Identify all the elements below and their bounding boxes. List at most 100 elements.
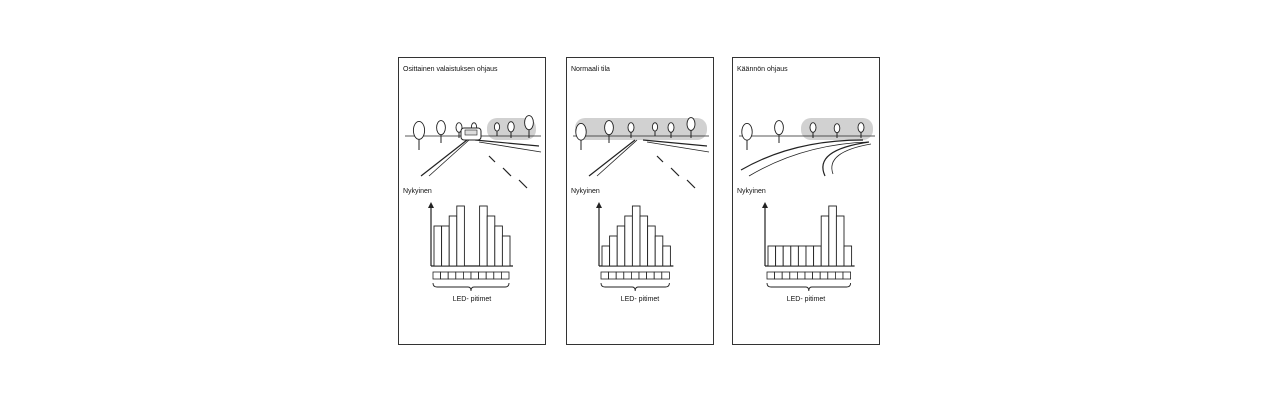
panel-title: Normaali tila <box>571 66 610 73</box>
road-edge <box>748 141 870 177</box>
tree-icon <box>651 122 659 132</box>
tree-icon <box>412 120 426 140</box>
panel-normal-mode: Normaali tila Nykyinen LED- pitimet <box>566 57 714 345</box>
road-scene-illustration <box>573 117 710 292</box>
tree-icon <box>774 120 784 136</box>
road-edge <box>420 139 468 177</box>
led-holder-cell <box>842 271 851 280</box>
current-label: Nykyinen <box>571 188 600 195</box>
panel-partial-control: Osittainen valaistuksen ohjaus Nykyinen … <box>398 57 546 345</box>
current-bar <box>479 205 488 267</box>
led-holder-cell <box>653 271 663 280</box>
lane-marking <box>518 179 528 189</box>
tree-icon <box>604 120 614 136</box>
current-bar <box>501 235 511 267</box>
road-edge <box>831 143 872 175</box>
led-holders-label: LED- pitimet <box>620 296 660 303</box>
tree-icon <box>686 117 696 131</box>
road-scene-illustration <box>405 115 542 292</box>
led-holders-label: LED- pitimet <box>786 296 826 303</box>
current-bar <box>448 215 458 267</box>
current-bar <box>456 205 465 267</box>
led-holder-cell <box>631 271 640 280</box>
led-holder-cell <box>501 271 510 280</box>
led-holder-cell <box>455 271 464 280</box>
led-holder-cell <box>608 271 617 280</box>
brace-icon <box>600 282 670 292</box>
tree-icon <box>455 122 463 133</box>
led-holder-cell <box>774 271 783 280</box>
panel-title: Käännön ohjaus <box>737 66 788 73</box>
brace-icon <box>432 282 510 292</box>
led-holder-cell <box>623 271 632 280</box>
led-holder-cell <box>470 271 479 280</box>
led-holder-cell <box>812 271 821 280</box>
tree-icon <box>524 115 534 131</box>
led-holder-cell <box>766 271 775 280</box>
lane-marking <box>502 167 512 177</box>
led-holder-cell <box>440 271 449 280</box>
current-label: Nykyinen <box>403 188 432 195</box>
tree-icon <box>857 122 865 133</box>
current-bar <box>494 225 503 267</box>
current-bar <box>805 245 815 267</box>
tree-icon <box>667 122 675 133</box>
tree-icon <box>575 123 587 141</box>
brace-icon <box>766 282 852 292</box>
road-scene-illustration <box>739 118 875 292</box>
lane-marking <box>488 155 496 163</box>
led-holder-cell <box>835 271 844 280</box>
led-holder-cell <box>804 271 813 280</box>
led-holder-cell <box>638 271 647 280</box>
axis-arrow-icon <box>762 202 768 208</box>
road-edge <box>588 139 636 177</box>
road-edge <box>428 139 470 177</box>
current-bar <box>767 245 777 267</box>
led-holder-cell <box>485 271 495 280</box>
led-holder-cell <box>463 271 472 280</box>
current-bar <box>797 245 807 267</box>
led-holder-cell <box>781 271 791 280</box>
led-holder-cell <box>789 271 798 280</box>
tree-icon <box>627 122 635 133</box>
tree-icon <box>833 123 841 134</box>
tree-icon <box>507 121 515 133</box>
current-bar <box>609 235 618 267</box>
led-holder-cell <box>600 271 609 280</box>
current-bar <box>433 225 443 267</box>
current-bar <box>639 215 649 267</box>
panel-turn-control: Käännön ohjaus Nykyinen LED- pitimet <box>732 57 880 345</box>
tree-icon <box>809 122 817 133</box>
road-edge <box>646 141 710 153</box>
current-bar <box>654 235 664 267</box>
current-bar <box>790 245 799 267</box>
panel-title: Osittainen valaistuksen ohjaus <box>403 66 498 73</box>
axis-arrow-icon <box>428 202 434 208</box>
led-holder-cell <box>827 271 836 280</box>
current-bar <box>662 245 671 267</box>
axis-arrow-icon <box>596 202 602 208</box>
current-bar <box>601 245 611 267</box>
led-holder-cell <box>493 271 502 280</box>
road-edge <box>642 139 708 147</box>
led-holder-cell <box>447 271 457 280</box>
current-bar <box>624 215 633 267</box>
led-holder-cell <box>432 271 441 280</box>
current-label: Nykyinen <box>737 188 766 195</box>
current-bar <box>486 215 496 267</box>
current-bar <box>843 245 853 267</box>
current-bar <box>813 245 822 267</box>
led-holder-cell <box>797 271 806 280</box>
current-bar <box>647 225 656 267</box>
road-edge <box>474 139 540 147</box>
tree-icon <box>741 123 753 141</box>
current-bar <box>441 225 450 267</box>
led-holders-label: LED- pitimet <box>452 296 492 303</box>
road-edge <box>478 141 542 153</box>
lane-marking <box>670 167 680 177</box>
current-bar <box>828 205 837 267</box>
road-edge <box>596 139 638 177</box>
current-bar <box>820 215 830 267</box>
current-bar <box>782 245 792 267</box>
current-bar <box>835 215 845 267</box>
